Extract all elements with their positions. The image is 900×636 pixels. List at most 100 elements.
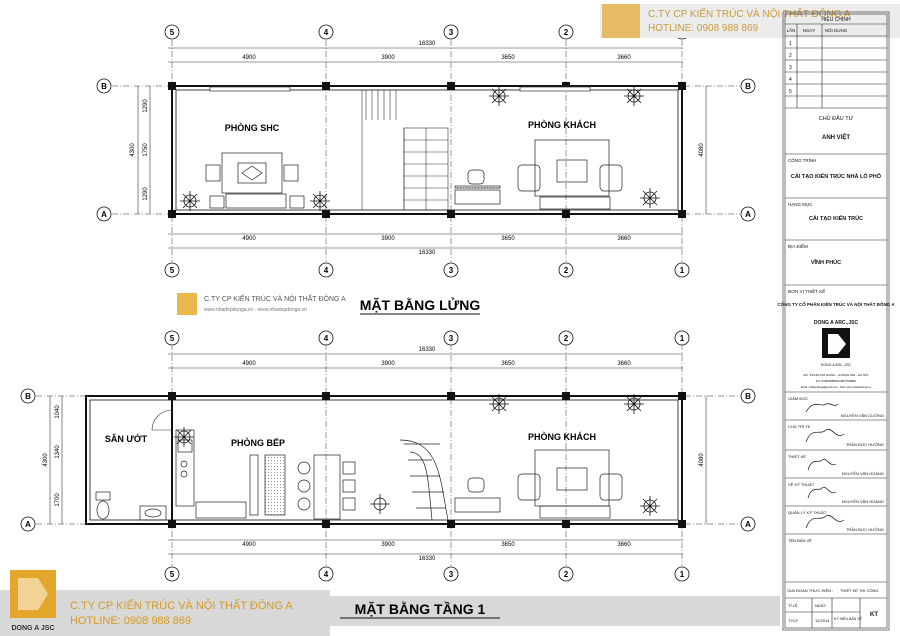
drafter-name: NGUYỄN VĂN HOÀNG bbox=[842, 499, 884, 504]
grid-axis-label: 3 bbox=[449, 266, 454, 275]
sheet-no: KT bbox=[870, 612, 878, 618]
chief-name: TRẦN ĐỨC HƯỞNG bbox=[846, 442, 884, 447]
plant-icon bbox=[180, 86, 660, 211]
dimension-label: 1290 bbox=[143, 187, 149, 201]
drafter-label: VẼ KỸ THUẬT bbox=[788, 482, 815, 487]
watermark-company: C.TY CP KIẾN TRÚC VÀ NỘI THẤT ĐÔNG A bbox=[648, 7, 851, 20]
grid-axis-label: 5 bbox=[170, 334, 175, 343]
grid-axis-label: B bbox=[745, 392, 751, 401]
plan-title: MẶT BẰNG TẦNG 1 bbox=[355, 600, 486, 617]
dimension-label: 4900 bbox=[242, 236, 256, 242]
dimension-label: 1340 bbox=[55, 445, 61, 459]
plant-icon bbox=[174, 394, 660, 516]
grid-axis-label: A bbox=[101, 210, 107, 219]
item-label: HẠNG MỤC bbox=[788, 202, 813, 207]
dimension-label: 1750 bbox=[143, 143, 149, 157]
rev-row: 3 bbox=[789, 65, 792, 71]
room-label: PHÒNG KHÁCH bbox=[528, 119, 596, 130]
logo-caption: DONG A ARC.,JSC bbox=[821, 363, 852, 367]
dimension-label: 4900 bbox=[242, 542, 256, 548]
date-value: 12/2014 bbox=[815, 618, 830, 623]
dimension-label: 3900 bbox=[381, 361, 395, 367]
room-label: SÂN ƯỚT bbox=[105, 433, 148, 444]
rev-row: 1 bbox=[789, 41, 792, 47]
grid-axis-label: 1 bbox=[680, 266, 685, 275]
dimension-label: 3650 bbox=[501, 236, 515, 242]
grid-axis-label: A bbox=[25, 520, 31, 529]
dimension-label: 4080 bbox=[699, 143, 705, 157]
grid-axis-label: 4 bbox=[324, 266, 329, 275]
room-label: PHÒNG KHÁCH bbox=[528, 431, 596, 442]
grid-axis-label: 4 bbox=[324, 570, 329, 579]
location-label: ĐỊA ĐIỂM bbox=[788, 243, 808, 249]
dimension-label: 4300 bbox=[43, 453, 49, 467]
dimension-label: 3650 bbox=[501, 55, 515, 61]
rev-col: LẦN bbox=[787, 27, 796, 33]
dimension-label: 1290 bbox=[143, 99, 149, 113]
dimension-label: 16330 bbox=[419, 250, 436, 256]
title-block bbox=[782, 11, 890, 631]
grid-axis-label: 3 bbox=[449, 570, 454, 579]
design-name: NGUYỄN VĂN HOÀNG bbox=[842, 471, 884, 476]
dimension-label: 3900 bbox=[381, 236, 395, 242]
owner-label: CHỦ ĐẦU TƯ bbox=[819, 115, 854, 122]
grid-axis-label: 5 bbox=[170, 266, 175, 275]
grid-axis-label: 2 bbox=[564, 570, 569, 579]
dimension-label: 3650 bbox=[501, 361, 515, 367]
project-name: CẢI TẠO KIẾN TRÚC NHÀ LÔ PHỐ bbox=[791, 172, 882, 180]
dimension-label: 4080 bbox=[699, 453, 705, 467]
watermark-company: C.TY CP KIẾN TRÚC VÀ NỘI THẤT ĐÔNG A bbox=[204, 293, 346, 303]
dimension-label: 3660 bbox=[617, 236, 631, 242]
dimension-label: 16330 bbox=[419, 556, 436, 562]
item-name: CẢI TẠO KIẾN TRÚC bbox=[809, 215, 863, 222]
room-label: PHÒNG SHC bbox=[225, 122, 280, 133]
watermark-website: www.nhadepdonga.vn - www.nhadepdonga.vn bbox=[204, 307, 307, 313]
logo-caption: DONG A JSC bbox=[11, 625, 54, 632]
top-watermark: C.TY CP KIẾN TRÚC VÀ NỘI THẤT ĐÔNG A HOT… bbox=[600, 4, 900, 38]
dimension-label: 4300 bbox=[130, 143, 136, 157]
dimension-label: 3660 bbox=[617, 55, 631, 61]
designer-name: CÔNG TY CỔ PHẦN KIẾN TRÚC VÀ NỘI THẤT ĐÔ… bbox=[777, 300, 895, 307]
grid-axis-label: A bbox=[745, 210, 751, 219]
dimension-label: 3660 bbox=[617, 542, 631, 548]
grid-axis-label: B bbox=[745, 82, 751, 91]
title-block-text: HIỆU CHỈNH LẦN NGÀY NỘI DUNG 1 2 3 4 5 C… bbox=[777, 15, 895, 623]
watermark-company: C.TY CP KIẾN TRÚC VÀ NỘI THẤT ĐÔNG A bbox=[70, 599, 293, 612]
mezzanine-plan: PHÒNG SHC PHÒNG KHÁCH 16330 4900 3900 36… bbox=[96, 24, 756, 278]
scale-value: TYLE bbox=[788, 618, 798, 623]
dimension-label: 4900 bbox=[242, 361, 256, 367]
dimension-label: 3650 bbox=[501, 542, 515, 548]
ground-floor-plan: SÂN ƯỚT PHÒNG BẾP PHÒNG KHÁCH 16330 4900… bbox=[20, 330, 756, 582]
revision-header: HIỆU CHỈNH bbox=[821, 15, 851, 23]
designer-label: ĐƠN VỊ THIẾT KẾ bbox=[788, 288, 825, 294]
dimension-label: 1040 bbox=[55, 405, 61, 419]
dimension-label: 3660 bbox=[617, 361, 631, 367]
grid-axis-label: 4 bbox=[324, 334, 329, 343]
grid-axis-label: 1 bbox=[680, 570, 685, 579]
dimension-label: 1700 bbox=[55, 493, 61, 507]
qc-name: TRẦN ĐỨC HƯỞNG bbox=[846, 527, 884, 532]
room-label: PHÒNG BẾP bbox=[231, 437, 285, 448]
dimension-label: 16330 bbox=[419, 347, 436, 353]
grid-axis-label: B bbox=[101, 82, 107, 91]
rev-row: 4 bbox=[789, 77, 792, 83]
mid-watermark: C.TY CP KIẾN TRÚC VÀ NỘI THẤT ĐÔNG A www… bbox=[177, 293, 346, 315]
phase-value: THIẾT KẾ THI CÔNG bbox=[840, 588, 879, 593]
grid-axis-label: 3 bbox=[449, 28, 454, 37]
designer-address: ĐC: 35/148 KIM GIANG - HOÀNG MAI - HÀ NỘ… bbox=[804, 372, 869, 377]
design-label: THIẾT KẾ bbox=[788, 454, 806, 459]
grid-axis-label: 2 bbox=[564, 266, 569, 275]
rev-row: 2 bbox=[789, 53, 792, 59]
dimension-label: 4900 bbox=[242, 55, 256, 61]
grid-axis-label: 2 bbox=[564, 28, 569, 37]
dimension-label: 3900 bbox=[381, 542, 395, 548]
phase-label: GIAI ĐOẠN THỰC HIỆN : bbox=[787, 588, 833, 593]
grid-axis-label: 5 bbox=[170, 570, 175, 579]
rev-col: NGÀY bbox=[803, 27, 816, 33]
plan-title: MẶT BẰNG LỬNG bbox=[360, 296, 481, 313]
rev-col: NỘI DUNG bbox=[825, 27, 848, 33]
dimension-label: 3900 bbox=[381, 55, 395, 61]
designer-short: DONG A ARC.,JSC bbox=[814, 320, 859, 326]
project-label: CÔNG TRÌNH bbox=[788, 157, 816, 163]
grid-axis-label: 2 bbox=[564, 334, 569, 343]
